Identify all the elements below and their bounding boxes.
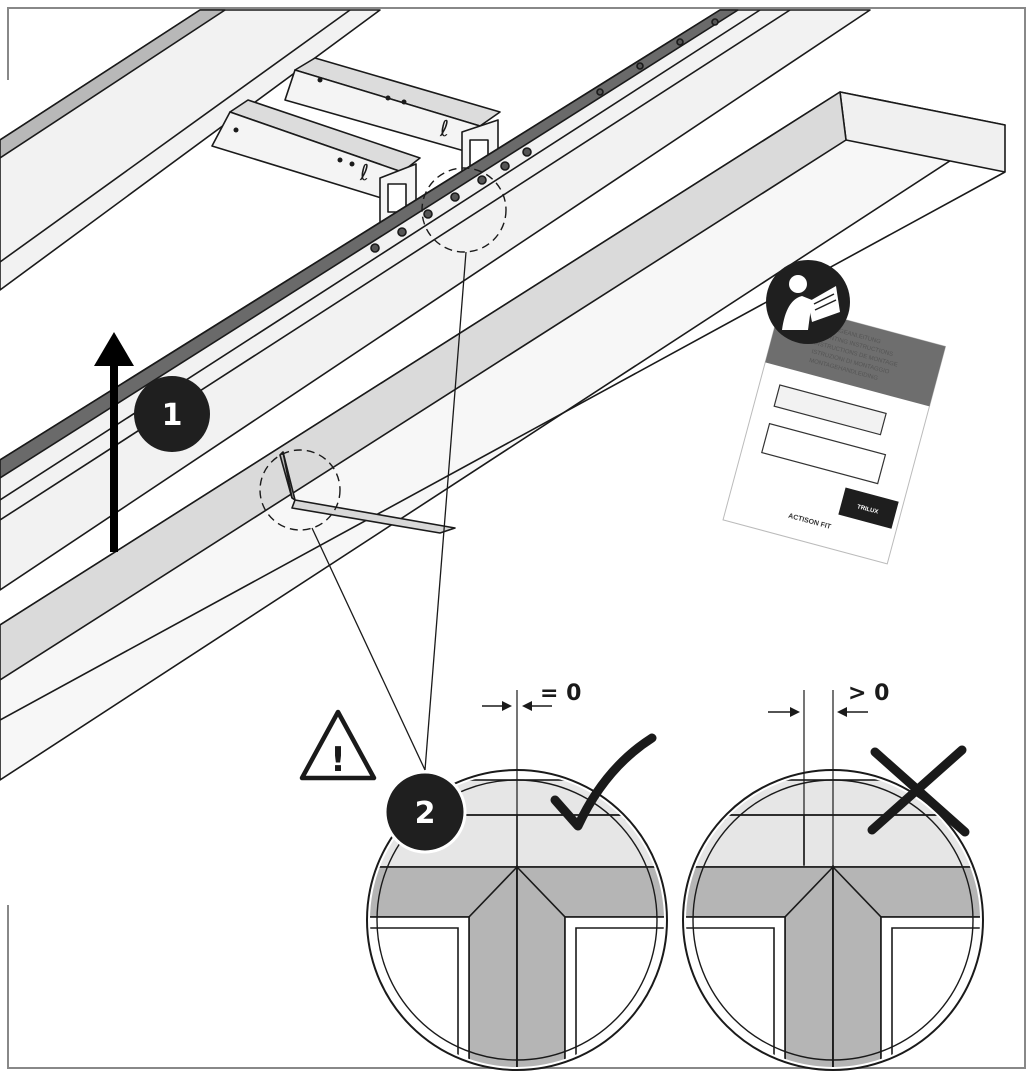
instruction-manual: MONTAGEANLEITUNG MOUNTING INSTRUCTIONS I… [722, 260, 947, 565]
detail-incorrect: > 0 [682, 681, 984, 1071]
manual-brand: TRILUX [856, 504, 878, 515]
svg-text:ℓ: ℓ [359, 161, 369, 186]
warning-symbol: ! [330, 740, 346, 780]
luminaire-lower [0, 91, 1006, 781]
leader-lines [311, 251, 467, 771]
step-2-label: 2 [415, 796, 436, 831]
detail-circle-bottom [259, 449, 341, 531]
luminaire-rail [0, 9, 871, 591]
incorrect-gap-label: > 0 [848, 681, 889, 706]
read-manual-icon [766, 260, 850, 344]
page-frame [7, 7, 1026, 1069]
detail-correct: = 0 [366, 681, 668, 1071]
step-2-badge: 2 [383, 770, 467, 854]
luminaire-upper [0, 9, 381, 291]
cross-mark-icon [867, 745, 970, 837]
lift-arrow [94, 332, 134, 552]
detail-circle-top [421, 167, 507, 253]
step-1-label: 1 [162, 398, 183, 433]
check-mark-icon [550, 733, 657, 831]
svg-text:ℓ: ℓ [439, 117, 449, 142]
correct-gap-label: = 0 [540, 681, 581, 706]
warning-icon: ! [299, 709, 377, 781]
step-1-badge: 1 [134, 376, 210, 452]
detail-markers [259, 167, 507, 531]
